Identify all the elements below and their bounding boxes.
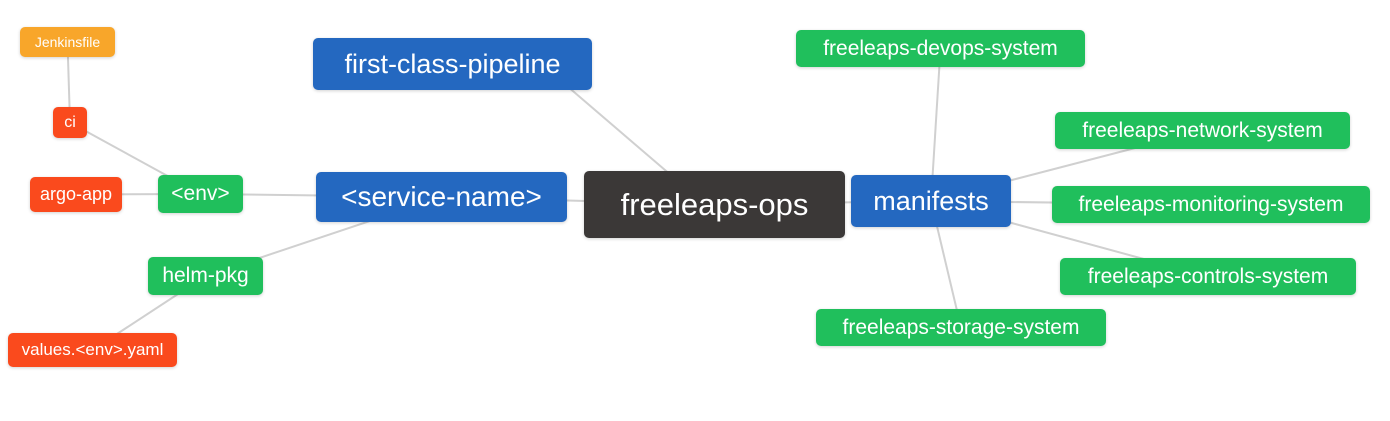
node-freeleaps-devops-system[interactable]: freeleaps-devops-system [796, 30, 1085, 67]
node-service-name[interactable]: <service-name> [316, 172, 567, 222]
node-ci[interactable]: ci [53, 107, 87, 138]
node-first-class-pipeline[interactable]: first-class-pipeline [313, 38, 592, 90]
node-freeleaps-controls-system[interactable]: freeleaps-controls-system [1060, 258, 1356, 295]
node-helm-pkg[interactable]: helm-pkg [148, 257, 263, 295]
node-freeleaps-network-system[interactable]: freeleaps-network-system [1055, 112, 1350, 149]
node-freeleaps-storage-system[interactable]: freeleaps-storage-system [816, 309, 1106, 346]
node-argo-app[interactable]: argo-app [30, 177, 122, 212]
node-manifests[interactable]: manifests [851, 175, 1011, 227]
node-freeleaps-monitoring-system[interactable]: freeleaps-monitoring-system [1052, 186, 1370, 223]
node-env[interactable]: <env> [158, 175, 243, 213]
node-freeleaps-ops[interactable]: freeleaps-ops [584, 171, 845, 238]
node-jenkinsfile[interactable]: Jenkinsfile [20, 27, 115, 57]
node-values-env-yaml[interactable]: values.<env>.yaml [8, 333, 177, 367]
